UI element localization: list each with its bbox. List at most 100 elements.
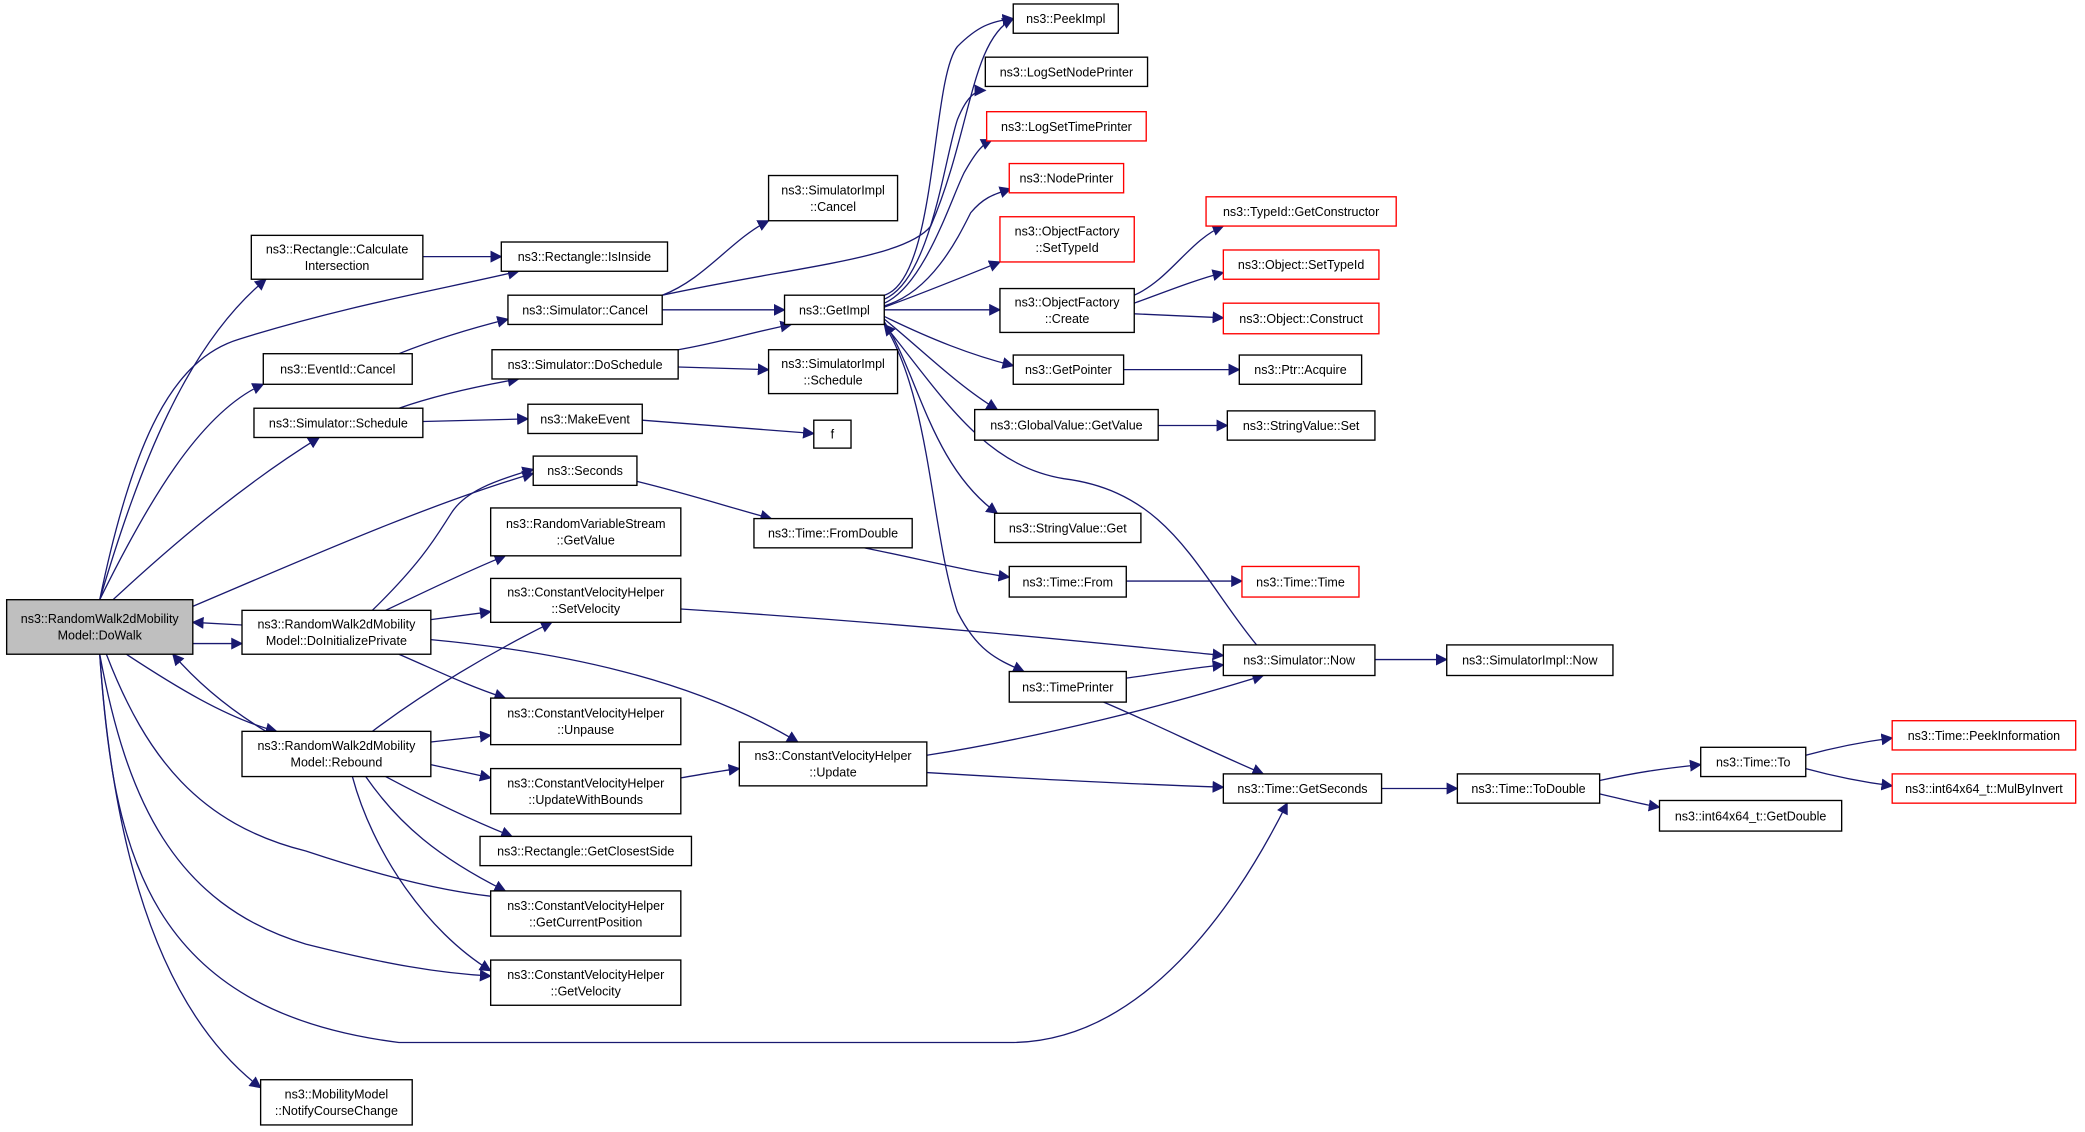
- edge-line: [681, 609, 1225, 661]
- node-rect_closest[interactable]: ns3::Rectangle::GetClosestSide: [479, 835, 693, 867]
- node-cvh_getpos[interactable]: ns3::ConstantVelocityHelper::GetCurrentP…: [489, 890, 682, 937]
- node-box: [985, 111, 1147, 142]
- node-box: [738, 741, 928, 787]
- edge-line: [399, 374, 520, 408]
- node-label: ns3::SimulatorImpl: [781, 183, 885, 197]
- node-f[interactable]: f: [813, 419, 852, 449]
- edge-line: [126, 654, 278, 735]
- node-label: Model::DoWalk: [58, 629, 143, 643]
- node-label: ns3::Time::To: [1716, 755, 1791, 769]
- node-cvh_getvel[interactable]: ns3::ConstantVelocityHelper::GetVelocity: [489, 959, 682, 1006]
- node-notify[interactable]: ns3::MobilityModel::NotifyCourseChange: [259, 1079, 413, 1126]
- edge-layer: [100, 13, 1894, 1089]
- node-makeevent[interactable]: ns3::MakeEvent: [527, 403, 643, 435]
- node-timeprinter[interactable]: ns3::TimePrinter: [1008, 670, 1127, 703]
- node-cvh_unpause[interactable]: ns3::ConstantVelocityHelper::Unpause: [489, 697, 682, 746]
- node-int64_mulbyinvert[interactable]: ns3::int64x64_t::MulByInvert: [1891, 773, 2077, 804]
- edge-line: [100, 267, 520, 599]
- node-simimpl_cancel[interactable]: ns3::SimulatorImpl::Cancel: [767, 174, 899, 222]
- edge-line: [884, 84, 987, 299]
- node-time_from[interactable]: ns3::Time::From: [1008, 565, 1127, 598]
- node-label: ns3::Time::PeekInformation: [1908, 729, 2060, 743]
- node-sim_now[interactable]: ns3::Simulator::Now: [1222, 644, 1376, 677]
- node-label: ns3::Object::SetTypeId: [1238, 258, 1365, 272]
- node-box: [1456, 773, 1601, 804]
- edge-dowalk-to-cvh_getpos: [106, 654, 507, 903]
- node-label: ns3::NodePrinter: [1020, 172, 1114, 186]
- node-eventid_cancel[interactable]: ns3::EventId::Cancel: [262, 353, 413, 385]
- node-label: ns3::GetImpl: [799, 303, 870, 317]
- node-sim_schedule[interactable]: ns3::Simulator::Schedule: [253, 407, 424, 439]
- edge-line: [1134, 224, 1225, 295]
- node-label: ::SetVelocity: [551, 602, 621, 616]
- node-label: ns3::GlobalValue::GetValue: [990, 418, 1142, 432]
- edge-line: [1134, 269, 1225, 304]
- node-ptr_acquire[interactable]: ns3::Ptr::Acquire: [1238, 354, 1363, 385]
- node-sv_set[interactable]: ns3::StringValue::Set: [1226, 410, 1376, 441]
- node-rvs_getvalue[interactable]: ns3::RandomVariableStream::GetValue: [489, 507, 682, 557]
- edge-line: [423, 413, 530, 426]
- edge-rebound-to-cvh_updbounds: [431, 765, 492, 782]
- node-label: ns3::RandomWalk2dMobility: [257, 618, 416, 632]
- node-box: [753, 517, 913, 549]
- node-cvh_setvel[interactable]: ns3::ConstantVelocityHelper::SetVelocity: [489, 577, 682, 623]
- node-simimpl_now[interactable]: ns3::SimulatorImpl::Now: [1446, 644, 1614, 677]
- node-time_fromdouble[interactable]: ns3::Time::FromDouble: [753, 517, 913, 549]
- edge-time_to-to-int64_mulbyinvert: [1806, 769, 1894, 791]
- node-sim_cancel[interactable]: ns3::Simulator::Cancel: [507, 294, 663, 326]
- node-label: ns3::StringValue::Set: [1243, 419, 1360, 433]
- node-box: [1891, 773, 2077, 804]
- edge-getimpl-to-getpointer: [884, 316, 1015, 369]
- node-seconds[interactable]: ns3::Seconds: [532, 455, 638, 487]
- node-logsetnode[interactable]: ns3::LogSetNodePrinter: [984, 56, 1149, 88]
- node-box: [253, 407, 424, 439]
- node-box: [241, 730, 432, 778]
- edge-line: [884, 260, 1002, 307]
- node-int64_getdouble[interactable]: ns3::int64x64_t::GetDouble: [1658, 799, 1843, 832]
- node-gv_getvalue[interactable]: ns3::GlobalValue::GetValue: [974, 408, 1159, 441]
- node-box: [984, 56, 1149, 88]
- node-typeid_getctor[interactable]: ns3::TypeId::GetConstructor: [1205, 196, 1397, 227]
- node-of_settypeid[interactable]: ns3::ObjectFactory::SetTypeId: [999, 216, 1135, 263]
- node-time_todouble[interactable]: ns3::Time::ToDouble: [1456, 773, 1601, 804]
- node-time_to[interactable]: ns3::Time::To: [1700, 746, 1807, 778]
- node-cvh_updbounds[interactable]: ns3::ConstantVelocityHelper::UpdateWithB…: [489, 767, 682, 815]
- node-logsettime[interactable]: ns3::LogSetTimePrinter: [985, 111, 1147, 142]
- node-rect_isinside[interactable]: ns3::Rectangle::IsInside: [500, 241, 669, 272]
- node-label: ns3::RandomWalk2dMobility: [257, 739, 416, 753]
- edge-line: [172, 653, 266, 731]
- node-nodeprinter[interactable]: ns3::NodePrinter: [1008, 162, 1125, 194]
- node-obj_settypeid[interactable]: ns3::Object::SetTypeId: [1222, 249, 1380, 280]
- edge-of_create-to-typeid_getctor: [1134, 224, 1225, 295]
- node-box: [527, 403, 643, 435]
- edge-dowalk-to-cvh_getvel: [100, 654, 492, 982]
- node-cvh_update[interactable]: ns3::ConstantVelocityHelper::Update: [738, 741, 928, 787]
- node-label: Intersection: [305, 259, 370, 273]
- edge-line: [191, 616, 242, 629]
- edge-sim_schedule-to-sim_doschedule: [399, 374, 520, 408]
- edge-line: [113, 437, 321, 599]
- edge-seconds-to-time_fromdouble: [637, 481, 773, 522]
- node-of_create[interactable]: ns3::ObjectFactory::Create: [999, 287, 1135, 334]
- node-label: ns3::MobilityModel: [285, 1088, 389, 1102]
- edge-timeprinter-to-time_getseconds: [1104, 702, 1265, 776]
- node-obj_construct[interactable]: ns3::Object::Construct: [1222, 302, 1380, 335]
- node-time_peekinfo[interactable]: ns3::Time::PeekInformation: [1891, 720, 2077, 751]
- edge-time_todouble-to-time_to: [1600, 759, 1702, 781]
- node-time_getseconds[interactable]: ns3::Time::GetSeconds: [1222, 773, 1383, 804]
- node-peekimpl[interactable]: ns3::PeekImpl: [1012, 3, 1119, 34]
- edge-makeevent-to-f: [642, 420, 815, 439]
- node-simimpl_schedule[interactable]: ns3::SimulatorImpl::Schedule: [767, 349, 899, 395]
- node-layer: ns3::RandomWalk2dMobilityModel::DoWalkns…: [5, 3, 2077, 1126]
- node-getimpl[interactable]: ns3::GetImpl: [783, 294, 885, 326]
- node-sv_get[interactable]: ns3::StringValue::Get: [993, 512, 1142, 544]
- node-doinit[interactable]: ns3::RandomWalk2dMobilityModel::DoInitia…: [241, 609, 432, 655]
- node-box: [1222, 773, 1383, 804]
- edge-line: [1806, 769, 1894, 791]
- node-getpointer[interactable]: ns3::GetPointer: [1012, 354, 1125, 385]
- node-time_time[interactable]: ns3::Time::Time: [1241, 565, 1360, 598]
- node-sim_doschedule[interactable]: ns3::Simulator::DoSchedule: [491, 349, 679, 380]
